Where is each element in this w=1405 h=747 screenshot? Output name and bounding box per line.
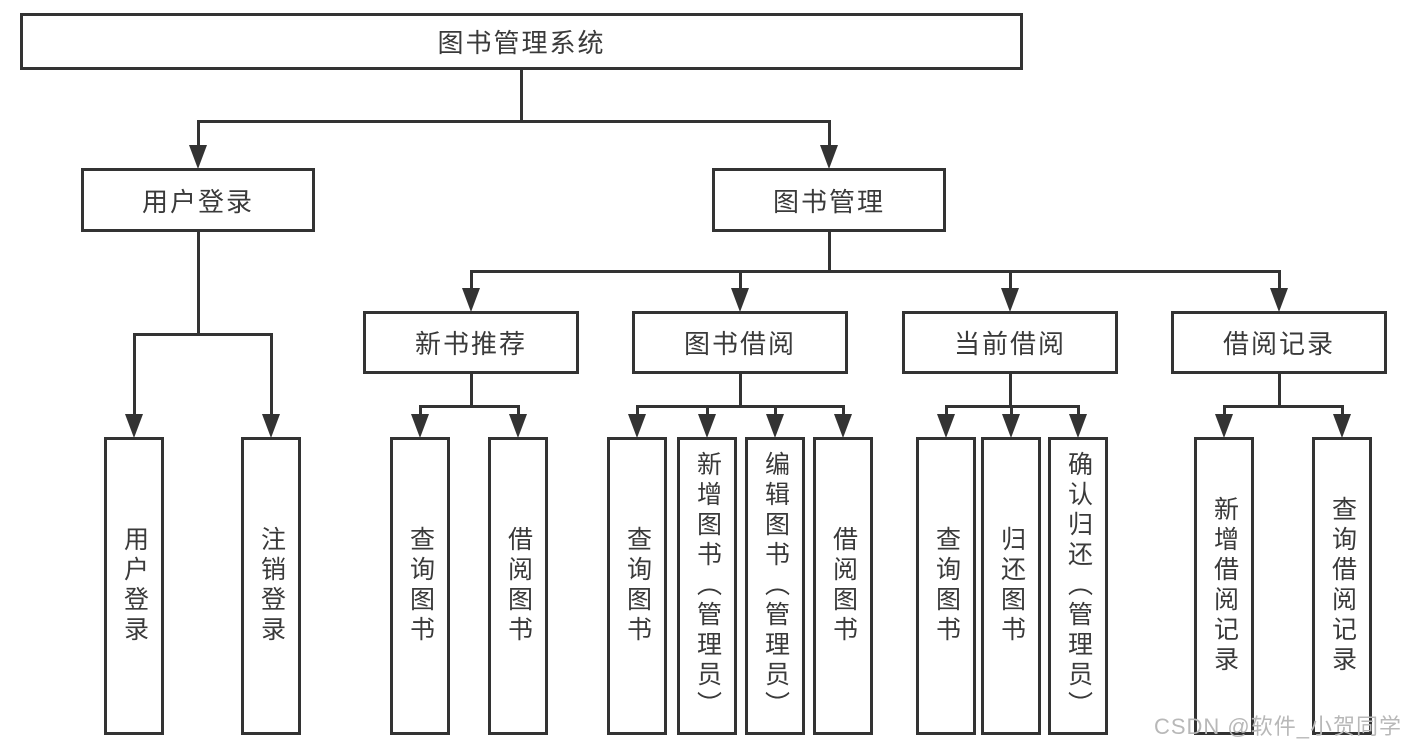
arrowhead-down-icon [125, 414, 143, 438]
arrowhead-down-icon [1270, 288, 1288, 312]
connector-line [738, 270, 742, 289]
leaf-confirm-return-admin: 确认归还（管理员） [1048, 437, 1108, 735]
connector-line [827, 232, 831, 273]
connector-line [944, 405, 948, 415]
arrowhead-down-icon [628, 414, 646, 438]
connector-line [196, 120, 200, 146]
node-book-borrowing: 图书借阅 [632, 311, 848, 374]
arrowhead-down-icon [698, 414, 716, 438]
leaf-query-books-borrow: 查询图书 [607, 437, 667, 735]
leaf-edit-books-admin: 编辑图书（管理员） [745, 437, 805, 735]
connector-line [635, 405, 639, 415]
arrowhead-down-icon [262, 414, 280, 438]
connector-line [516, 405, 520, 415]
connector-line [132, 333, 273, 336]
connector-line [773, 405, 777, 415]
connector-line [132, 333, 136, 415]
node-user-login: 用户登录 [81, 168, 315, 232]
connector-line [418, 405, 422, 415]
leaf-borrow-books: 借阅图书 [813, 437, 873, 735]
leaf-add-books-admin: 新增图书（管理员） [677, 437, 737, 735]
connector-line [1076, 405, 1080, 415]
arrowhead-down-icon [937, 414, 955, 438]
connector-line [1340, 405, 1344, 415]
arrowhead-down-icon [1333, 414, 1351, 438]
leaf-logout: 注销登录 [241, 437, 301, 735]
node-library-management-system: 图书管理系统 [20, 13, 1023, 70]
arrowhead-down-icon [834, 414, 852, 438]
arrowhead-down-icon [1069, 414, 1087, 438]
node-new-book-recommendation: 新书推荐 [363, 311, 579, 374]
connector-line [519, 70, 523, 123]
connector-line [196, 120, 831, 123]
arrowhead-down-icon [731, 288, 749, 312]
connector-line [1222, 405, 1344, 408]
connector-line [841, 405, 845, 415]
leaf-borrow-books-recommend: 借阅图书 [488, 437, 548, 735]
leaf-return-books: 归还图书 [981, 437, 1041, 735]
connector-line [196, 232, 200, 336]
connector-line [1008, 374, 1012, 408]
csdn-watermark: CSDN @软件_小贺同学 [1153, 714, 1402, 739]
connector-line [705, 405, 709, 415]
arrowhead-down-icon [1001, 288, 1019, 312]
arrowhead-down-icon [766, 414, 784, 438]
leaf-add-borrow-record: 新增借阅记录 [1194, 437, 1254, 735]
arrowhead-down-icon [820, 145, 838, 169]
connector-line [469, 270, 473, 289]
connector-line [1008, 270, 1012, 289]
arrowhead-down-icon [462, 288, 480, 312]
connector-line [1222, 405, 1226, 415]
arrowhead-down-icon [411, 414, 429, 438]
connector-line [1009, 405, 1013, 415]
connector-line [1277, 270, 1281, 289]
connector-line [269, 333, 273, 415]
connector-line [418, 405, 520, 408]
leaf-query-books-current: 查询图书 [916, 437, 976, 735]
leaf-query-borrow-record: 查询借阅记录 [1312, 437, 1372, 735]
node-current-borrowing: 当前借阅 [902, 311, 1118, 374]
node-book-management: 图书管理 [712, 168, 946, 232]
connector-line [469, 374, 473, 408]
connector-line [827, 120, 831, 146]
connector-line [738, 374, 742, 408]
arrowhead-down-icon [1215, 414, 1233, 438]
arrowhead-down-icon [509, 414, 527, 438]
arrowhead-down-icon [1002, 414, 1020, 438]
node-borrowing-records: 借阅记录 [1171, 311, 1387, 374]
arrowhead-down-icon [189, 145, 207, 169]
connector-line [1277, 374, 1281, 408]
connector-line [469, 270, 1281, 273]
leaf-query-books-recommend: 查询图书 [390, 437, 450, 735]
leaf-user-login: 用户登录 [104, 437, 164, 735]
connector-line [635, 405, 845, 408]
